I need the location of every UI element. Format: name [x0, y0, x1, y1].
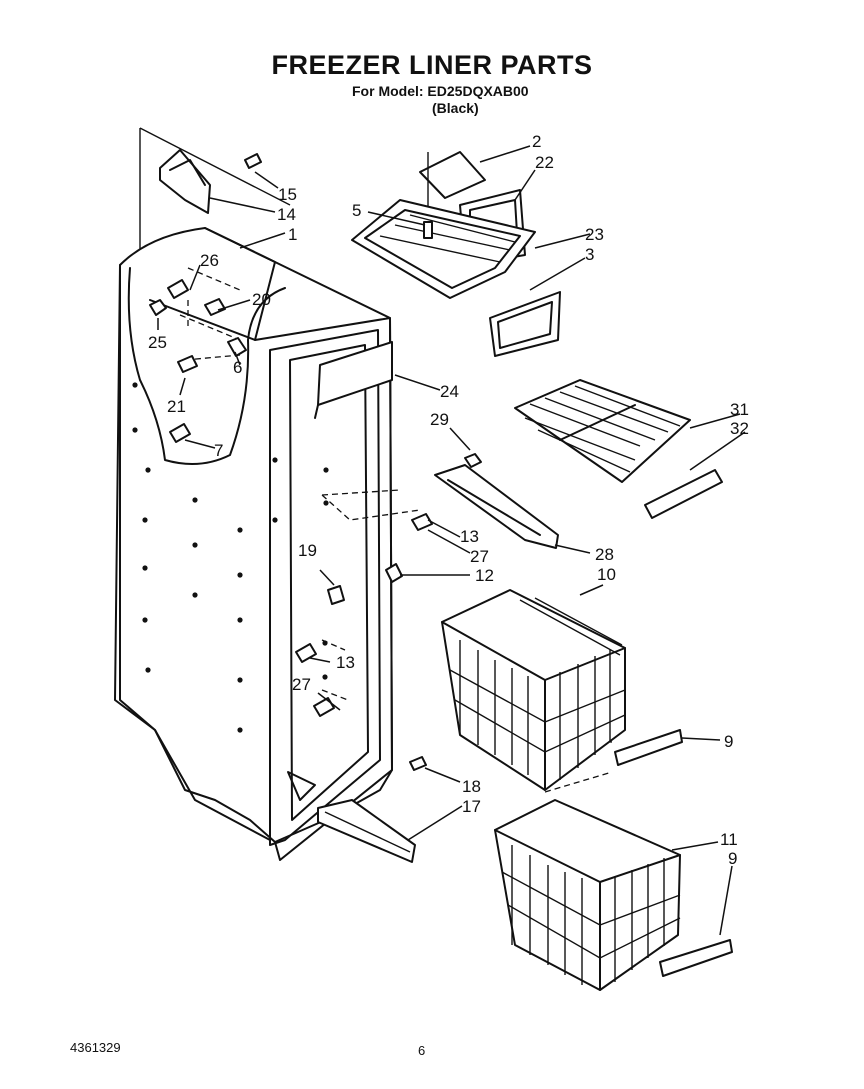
callout-13-lower: 13 [336, 653, 355, 672]
bracket-part-14 [159, 149, 262, 214]
leader-lines [157, 145, 746, 936]
callout-18: 18 [462, 777, 481, 796]
callout-22: 22 [535, 153, 554, 172]
color-line: (Black) [432, 100, 479, 116]
callout-32: 32 [730, 419, 749, 438]
callout-9-lower: 9 [728, 849, 737, 868]
callout-14: 14 [277, 205, 296, 224]
callout-27-lower: 27 [292, 675, 311, 694]
model-line: For Model: ED25DQXAB00 [352, 83, 529, 99]
callout-26: 26 [200, 251, 219, 270]
freezer-basket-part-11 [494, 799, 733, 991]
callout-12: 12 [475, 566, 494, 585]
callout-19: 19 [298, 541, 317, 560]
callout-27-upper: 27 [470, 547, 489, 566]
callout-3: 3 [585, 245, 594, 264]
callout-20: 20 [252, 290, 271, 309]
callout-21: 21 [167, 397, 186, 416]
callout-25: 25 [148, 333, 167, 352]
callout-15: 15 [278, 185, 297, 204]
callout-labels: 15 14 1 2 22 5 23 3 26 20 25 6 21 7 24 2… [148, 132, 749, 868]
trim-part-24 [314, 341, 393, 419]
page-title: FREEZER LINER PARTS [271, 50, 593, 80]
freezer-basket-part-10 [441, 589, 683, 791]
shelf-support-part-28 [434, 453, 559, 549]
callout-2: 2 [532, 132, 541, 151]
callout-6: 6 [233, 358, 242, 377]
callout-13-upper: 13 [460, 527, 479, 546]
callout-1: 1 [288, 225, 297, 244]
callout-7: 7 [214, 441, 223, 460]
callout-23: 23 [585, 225, 604, 244]
page-number: 6 [418, 1043, 426, 1058]
wire-shelf-part-31 [514, 379, 723, 519]
callout-9-upper: 9 [724, 732, 733, 751]
callout-10: 10 [597, 565, 616, 584]
document-number: 4361329 [70, 1040, 121, 1055]
top-shelf-assembly [351, 151, 561, 357]
callout-24: 24 [440, 382, 459, 401]
callout-31: 31 [730, 400, 749, 419]
callout-17: 17 [462, 797, 481, 816]
callout-11: 11 [720, 830, 738, 849]
callout-5: 5 [352, 201, 361, 220]
trim-part-17 [317, 756, 427, 863]
callout-28: 28 [595, 545, 614, 564]
callout-29: 29 [430, 410, 449, 429]
